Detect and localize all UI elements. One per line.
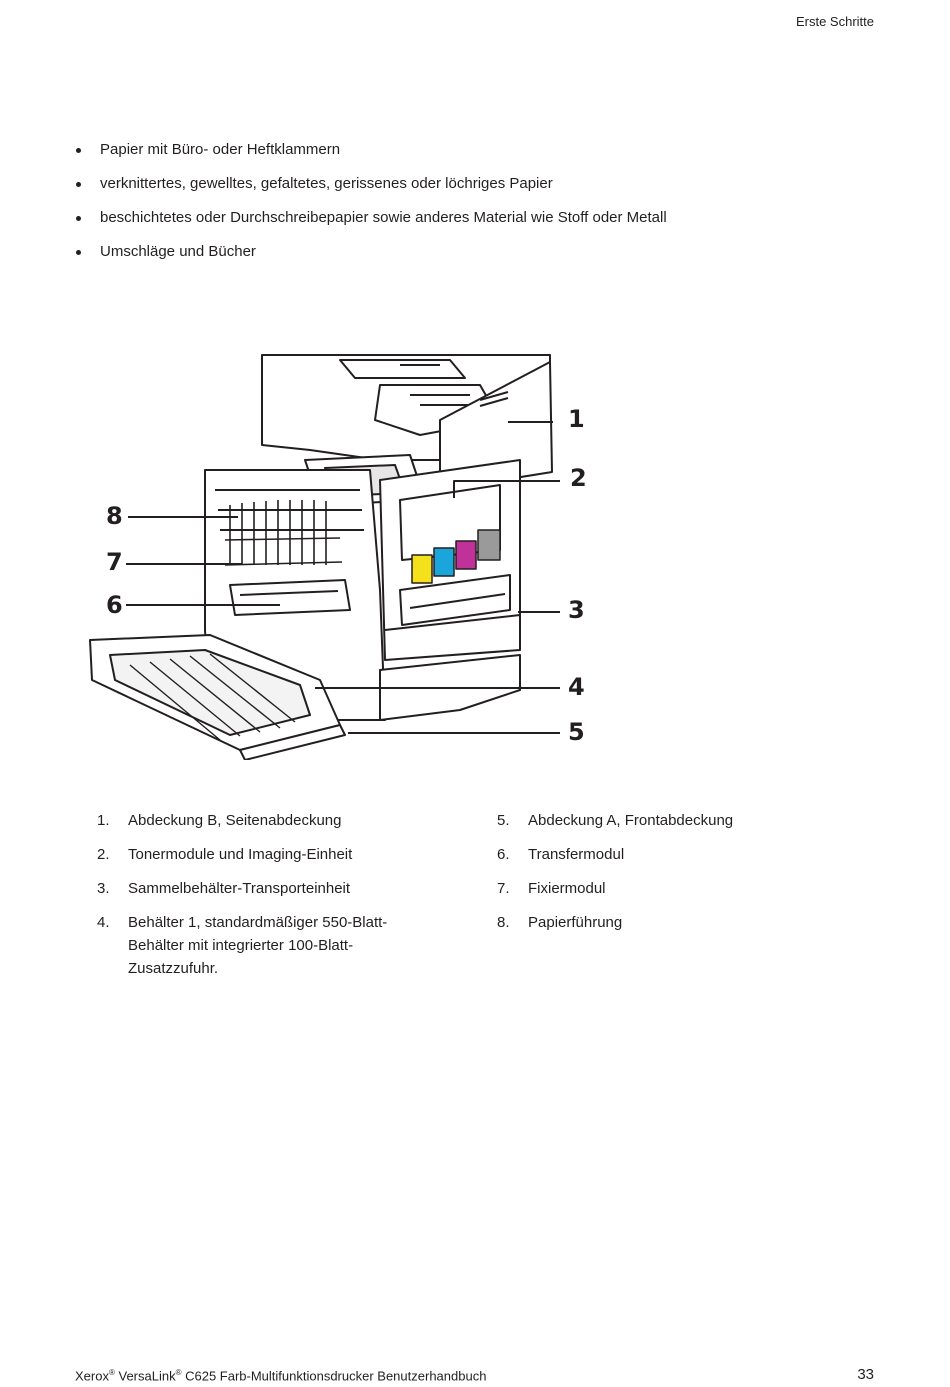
legend-item: 8.Papierführung [497, 914, 623, 931]
legend-item: 3.Sammelbehälter-Transporteinheit [97, 880, 351, 897]
legend-item: 6.Transfermodul [497, 846, 625, 863]
bullet-icon [76, 182, 81, 187]
callout-1: 1 [568, 405, 585, 433]
legend-item: 1.Abdeckung B, Seitenabdeckung [97, 812, 342, 829]
bullet-icon [76, 148, 81, 153]
legend-item: 2.Tonermodule und Imaging-Einheit [97, 846, 353, 863]
callout-7: 7 [106, 548, 123, 576]
legend-item: 4.Behälter 1, standardmäßiger 550-Blatt-… [97, 914, 388, 977]
callout-8: 8 [106, 502, 123, 530]
callout-2: 2 [570, 464, 587, 492]
list-item: Papier mit Büro- oder Heftklammern [72, 139, 667, 173]
bullet-icon [76, 216, 81, 221]
page-number: 33 [857, 1366, 874, 1383]
printer-illustration [80, 350, 600, 760]
running-header: Erste Schritte [795, 14, 874, 29]
bullet-list: Papier mit Büro- oder Heftklammern verkn… [72, 139, 667, 275]
list-item: verknittertes, gewelltes, gefaltetes, ge… [72, 173, 667, 207]
bullet-icon [76, 250, 81, 255]
toner-cartridge-0 [411, 554, 433, 584]
callout-3: 3 [568, 596, 585, 624]
list-item: beschichtetes oder Durchschreibepapier s… [72, 207, 667, 241]
toner-cartridge-3 [477, 529, 501, 561]
footer-title: Xerox® VersaLink® C625 Farb-Multifunktio… [75, 1367, 487, 1383]
toner-cartridge-1 [433, 547, 455, 577]
legend-item: 5.Abdeckung A, Frontabdeckung [497, 812, 734, 829]
legend-left: 1.Abdeckung B, Seitenabdeckung 2.Tonermo… [97, 809, 427, 991]
legend-item: 7.Fixiermodul [497, 880, 606, 897]
callout-4: 4 [568, 673, 585, 701]
callout-6: 6 [106, 591, 123, 619]
callout-5: 5 [568, 718, 585, 746]
legend-right: 5.Abdeckung A, Frontabdeckung 6.Transfer… [497, 809, 827, 945]
list-item: Umschläge und Bücher [72, 241, 667, 275]
toner-cartridge-2 [455, 540, 477, 570]
